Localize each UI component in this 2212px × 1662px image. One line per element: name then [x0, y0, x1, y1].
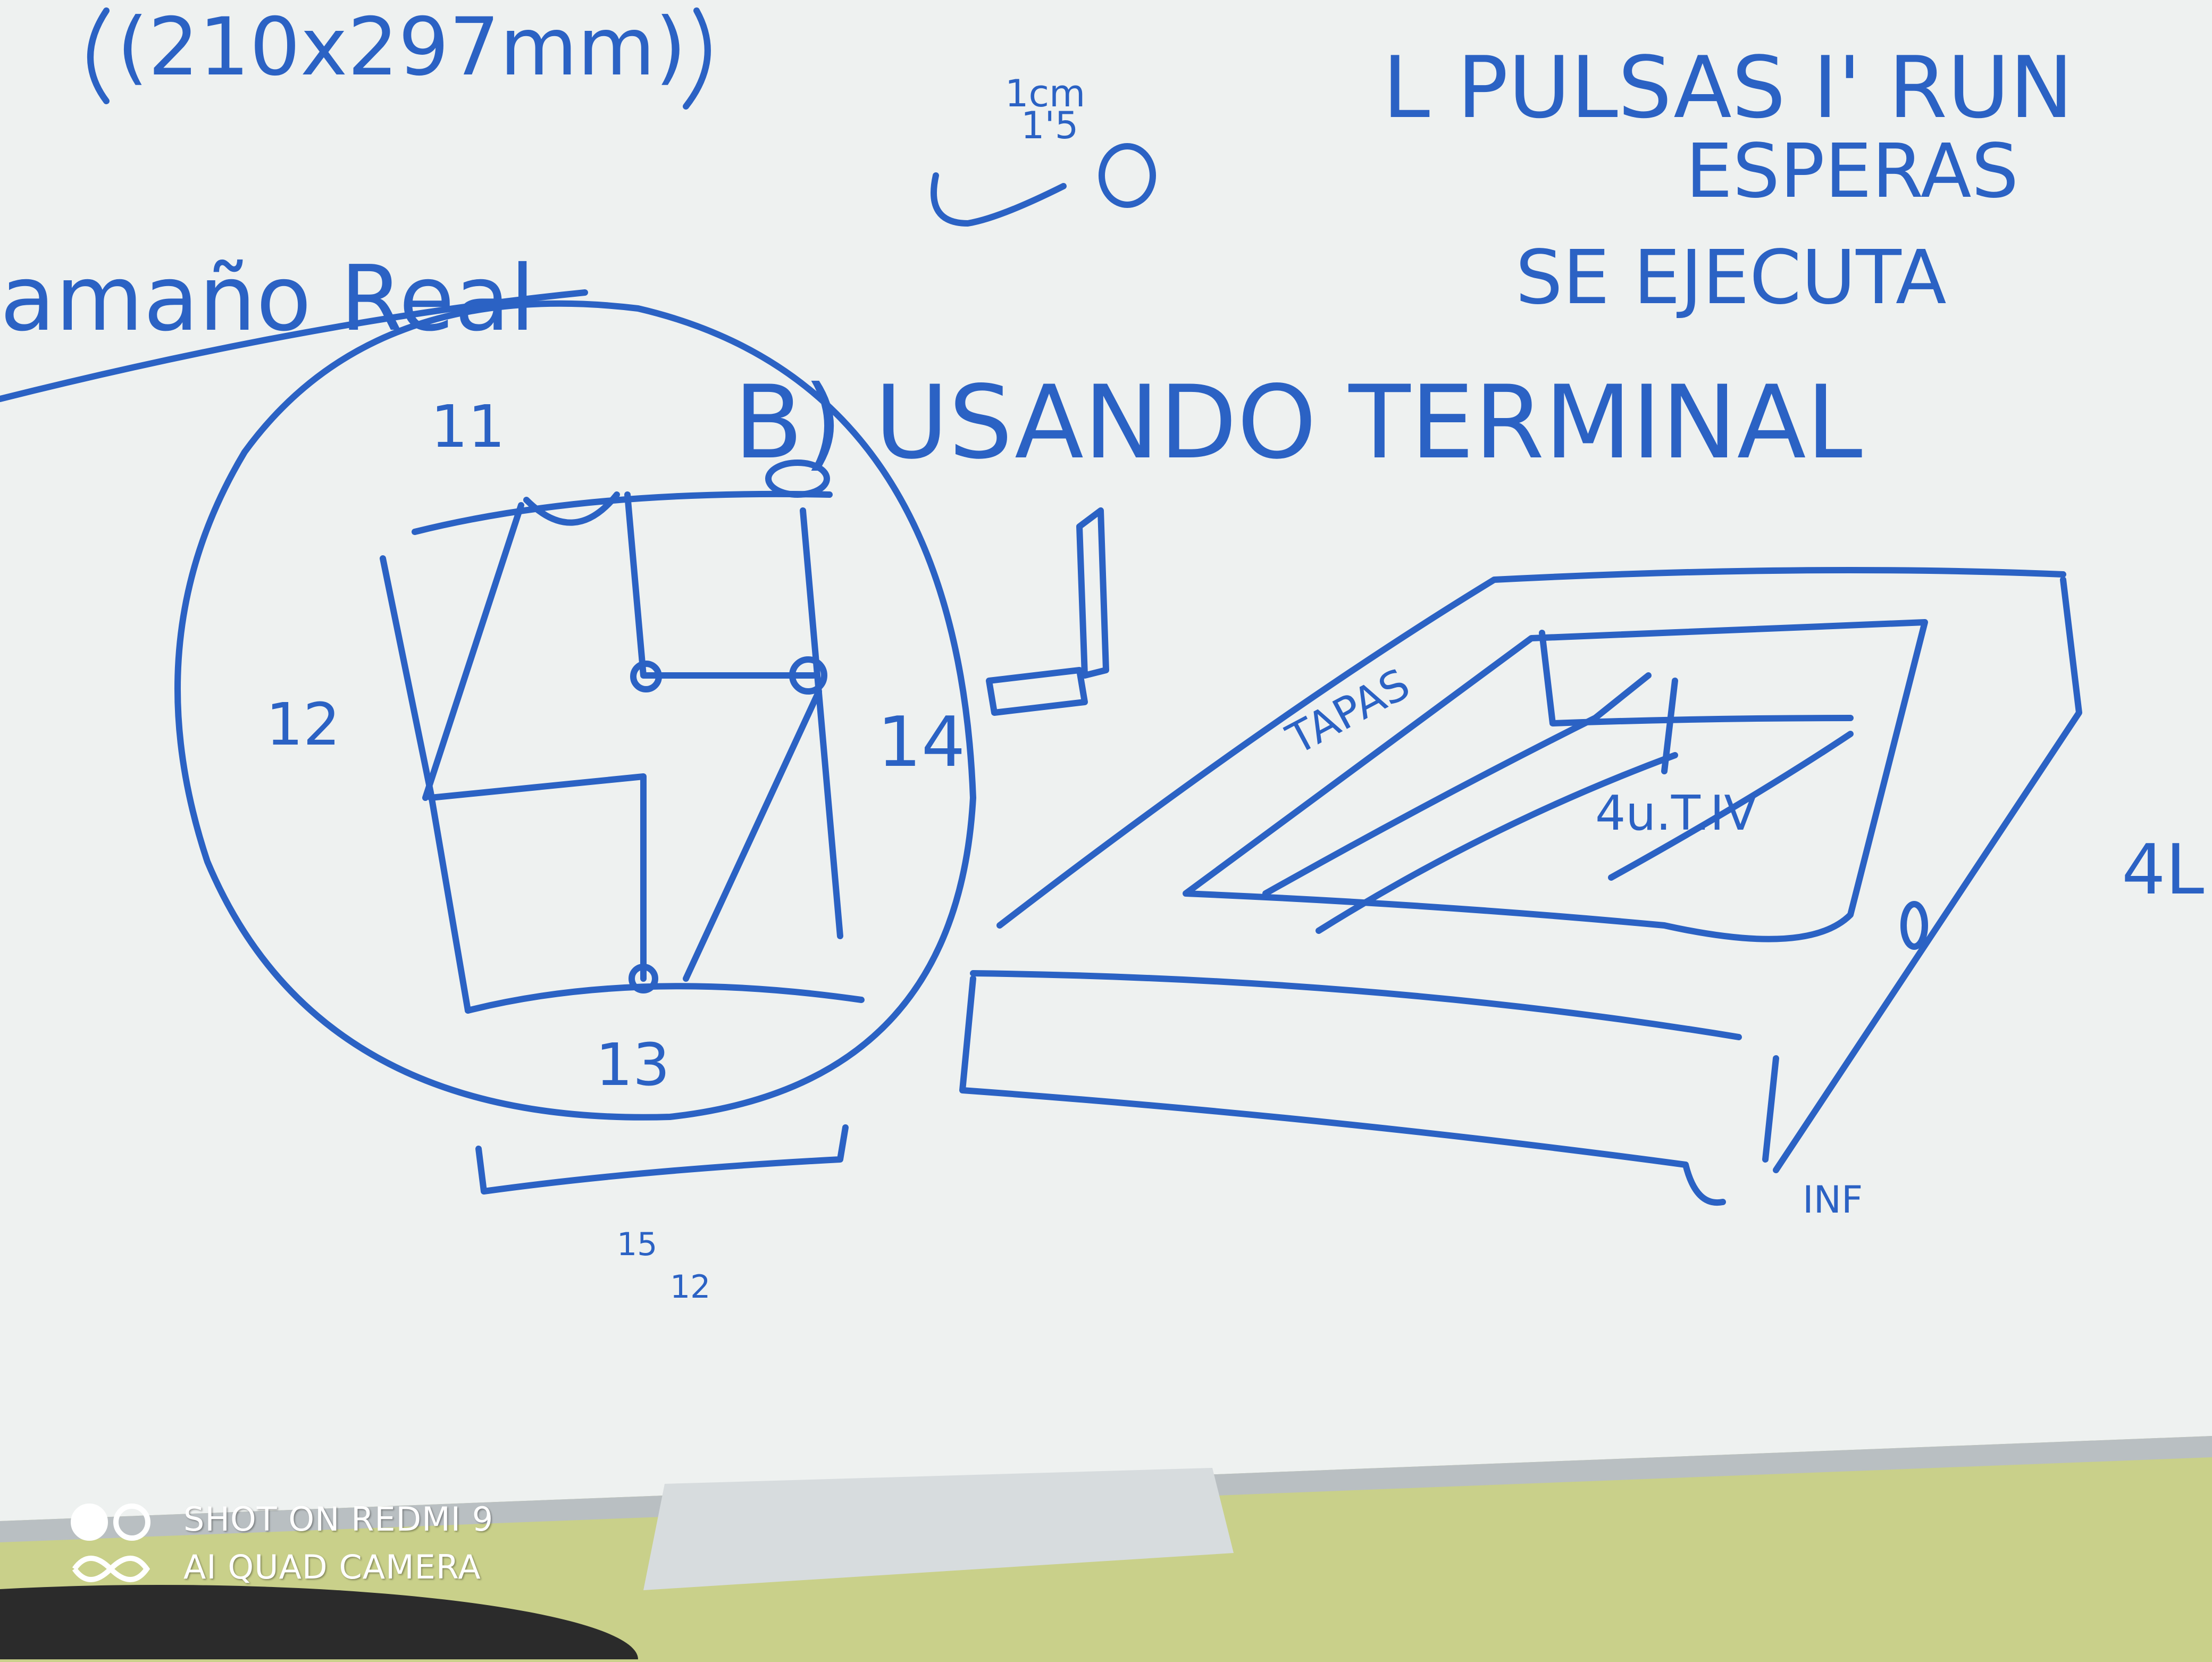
dim-left-text: 12: [266, 690, 340, 758]
diagram-notch: [523, 491, 620, 526]
bottom-label-text: INF: [1803, 1178, 1863, 1222]
right-label-text: 4L: [2122, 829, 2204, 910]
paper-size-text: (210x297mm): [117, 1, 686, 94]
box-corner: [1762, 1055, 1779, 1163]
box-tapas-line: [1262, 672, 1652, 897]
paren-left: [87, 7, 110, 104]
chair-back: [0, 1585, 638, 1662]
tamano-text: amaño Real: [0, 246, 535, 352]
scale-stroke: [931, 172, 1067, 227]
diagram-lower-path: [428, 773, 647, 982]
node-top-right: [765, 460, 830, 498]
connector-box: [986, 667, 1088, 716]
box-right-edge: [1773, 577, 2082, 1173]
node-3: [629, 964, 658, 993]
pulsas-text: L PULSAS I' RUN: [1382, 38, 2073, 137]
box-top-back: [996, 567, 2066, 929]
connector-post: [1076, 507, 1109, 679]
scale-circle: [1099, 143, 1156, 208]
box-tick: [1682, 1162, 1726, 1206]
esperas-text: ESPERAS: [1686, 128, 2018, 215]
watermark-line-2: AI QUAD CAMERA: [183, 1548, 481, 1586]
diagram-diagonal-left: [422, 502, 524, 801]
dim-base-bottom-text: 12: [670, 1268, 710, 1306]
diagram-h-path: [624, 491, 817, 679]
box-inner-frame: [1183, 619, 1928, 942]
box-inner-line-3: [1608, 731, 1854, 881]
diagram-left-edge: [380, 555, 471, 1014]
scale-top-text: 1cm: [1005, 72, 1085, 115]
marker-tray: [643, 1468, 1234, 1590]
board-surface: [0, 0, 2212, 1521]
watermark-line-1: SHOT ON REDMI 9: [183, 1500, 494, 1539]
box-top-front: [970, 970, 1742, 1040]
underline-tamano: [0, 289, 588, 402]
base-bracket: [475, 1124, 849, 1195]
scale-bottom-text: 1'5: [1021, 104, 1078, 147]
big-circle: [174, 300, 976, 1121]
diagram-top-edge: [412, 490, 833, 535]
box-front-side: [959, 975, 1689, 1168]
dim-top-text: 11: [431, 392, 505, 461]
dim-bottom-text: 13: [596, 1031, 670, 1099]
node-2: [789, 656, 827, 695]
diagram-diagonal-right: [683, 688, 822, 982]
box-inner-line-2: [1316, 752, 1678, 934]
box-inner-vertical: [1661, 678, 1678, 774]
dual-camera-logo-icon: [71, 1504, 150, 1582]
diagram-right-edge: [800, 507, 843, 939]
ejecuta-text: SE EJECUTA: [1515, 235, 1947, 321]
paren-right: [683, 7, 711, 110]
dim-right-text: 14: [877, 701, 965, 782]
node-1: [630, 661, 662, 692]
box-knob: [1900, 901, 1928, 950]
usando-terminal-text: B) USANDO TERMINAL: [734, 364, 1862, 481]
inner-label-text: 4u.T.IV: [1595, 786, 1757, 841]
dim-base-top-text: 15: [617, 1226, 657, 1263]
